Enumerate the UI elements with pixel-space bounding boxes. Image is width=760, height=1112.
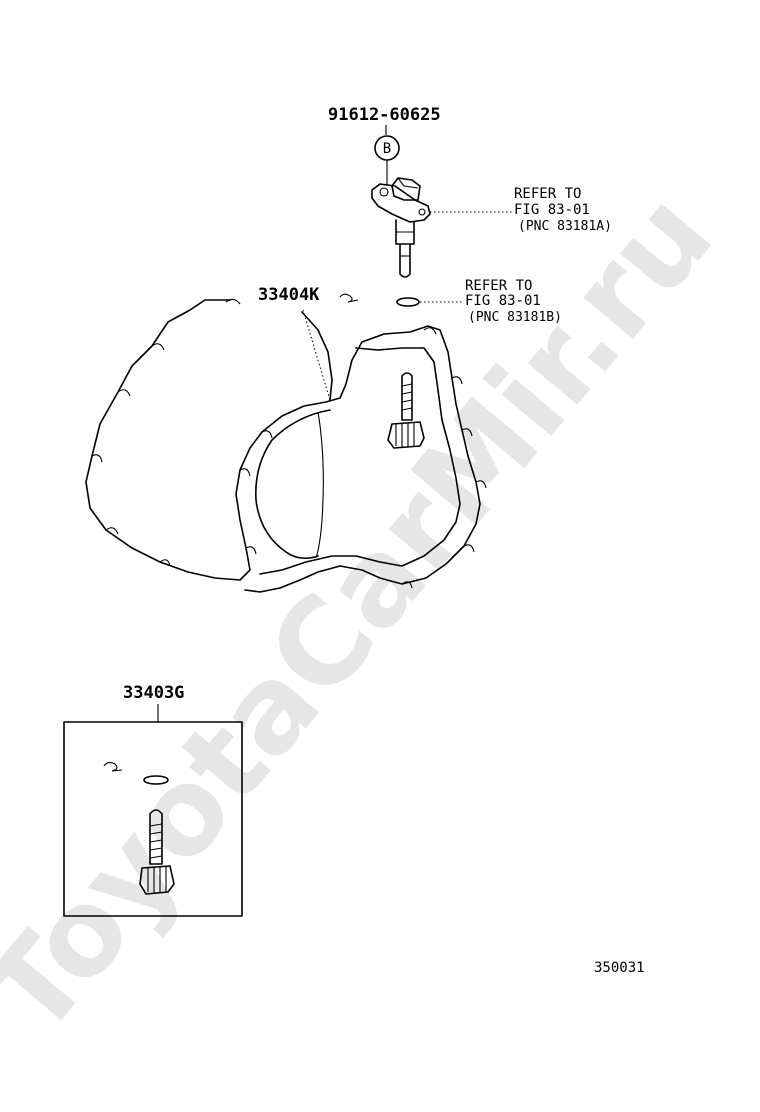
refer-b-line3: (PNC 83181B) — [468, 310, 562, 325]
clip-group: 33404K — [258, 285, 359, 305]
sensor-part-number[interactable]: 91612-60625 — [328, 105, 441, 125]
refer-a-line2[interactable]: FIG 83-01 — [514, 202, 590, 218]
kit-o-ring-icon[interactable] — [143, 775, 169, 785]
clip-part-number[interactable]: 33404K — [258, 285, 320, 305]
figure-id: 350031 — [594, 960, 645, 976]
kit-box — [63, 721, 243, 917]
transmission-housing-icon — [85, 298, 487, 593]
refer-b-line1: REFER TO — [465, 278, 532, 294]
refer-b-line2[interactable]: FIG 83-01 — [465, 293, 541, 309]
driven-gear-installed-icon[interactable] — [387, 372, 425, 449]
watermark-text: ToyotaCarMir.ru — [0, 167, 739, 1061]
watermark: ToyotaCarMir.ru — [0, 167, 739, 1061]
clip-dotted-leader — [302, 309, 331, 401]
kit-part-number[interactable]: 33403G — [123, 683, 184, 703]
o-ring-icon[interactable] — [396, 297, 420, 307]
speed-sensor-icon[interactable] — [371, 177, 431, 278]
speed-sensor-group: 91612-60625 B REFER TO FIG 83-01 (PNC 83… — [328, 105, 612, 325]
refer-a-line1: REFER TO — [514, 186, 581, 202]
kit-group: 33403G — [63, 683, 243, 917]
refer-a-line3: (PNC 83181A) — [518, 219, 612, 234]
bolt-marker-label: B — [383, 141, 391, 157]
clip-icon[interactable] — [339, 293, 359, 303]
kit-clip-icon[interactable] — [103, 761, 123, 772]
kit-driven-gear-icon[interactable] — [139, 809, 175, 895]
